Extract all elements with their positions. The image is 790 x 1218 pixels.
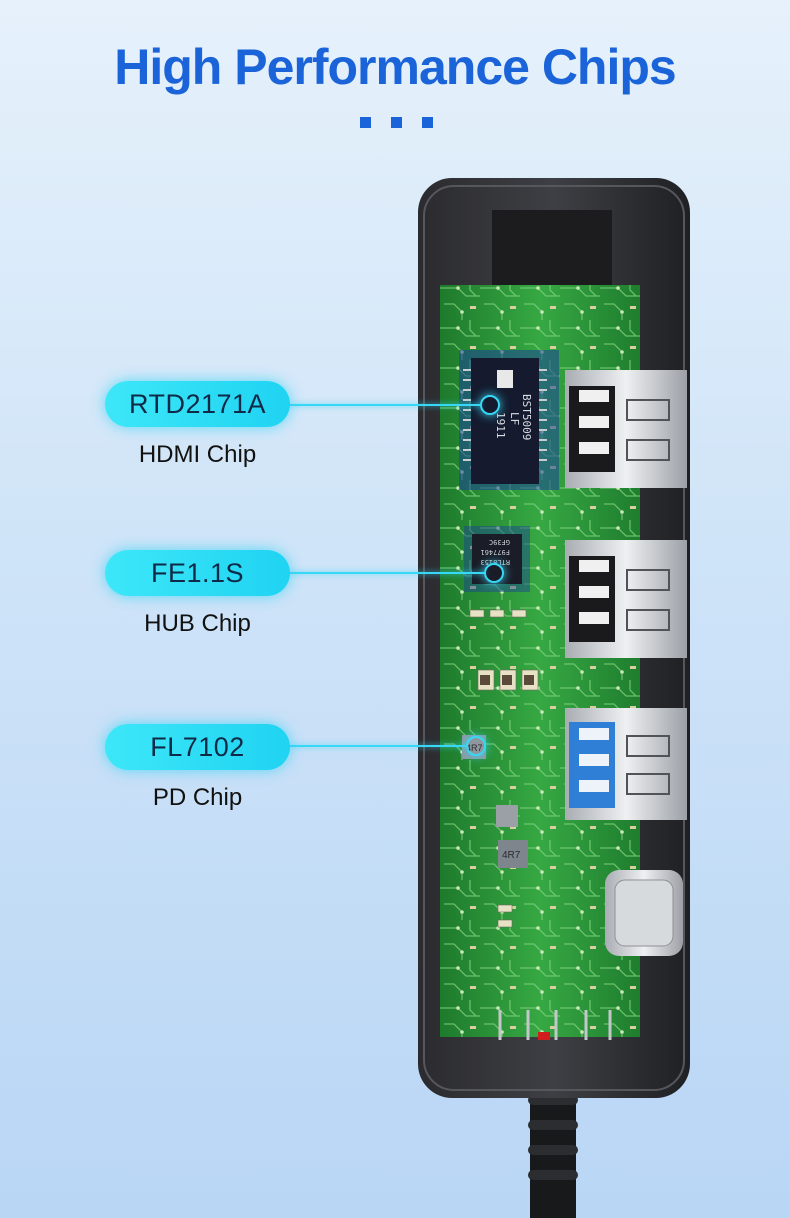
chip-target-hub (484, 563, 504, 583)
chip-description: PD Chip (152, 784, 243, 811)
chip-description: HUB Chip (144, 610, 251, 637)
connector-line (290, 404, 482, 406)
connector-line (290, 745, 468, 747)
hdmi-chip: BST5009 LF 1911 (459, 350, 559, 490)
chip-label-hub: FE1.1S HUB Chip (105, 550, 290, 638)
hdmi-chip-marking-2: LF (508, 412, 521, 425)
inductor-marking: 4R7 (502, 850, 521, 861)
title-dots (360, 117, 433, 128)
chip-label-hdmi: RTD2171A HDMI Chip (105, 381, 290, 469)
usb-port-3-blue (565, 708, 687, 820)
chip-label-pd: FL7102 PD Chip (105, 724, 290, 812)
usb-port-1 (565, 370, 687, 488)
chip-description: HDMI Chip (138, 441, 257, 468)
chip-model-pill: RTD2171A (105, 381, 290, 427)
chip-model-pill: FE1.1S (105, 550, 290, 596)
chip-model-pill: FL7102 (105, 724, 290, 770)
chip-target-hdmi (480, 395, 500, 415)
connector-line (290, 572, 486, 574)
decor-dot (422, 117, 433, 128)
inductor-large: 4R7 (498, 840, 528, 868)
chip-target-pd (466, 736, 486, 756)
page-title: High Performance Chips (114, 39, 676, 95)
hub-chip-marking-3: GF39C (489, 538, 510, 546)
chip-logo-icon (497, 370, 513, 388)
hub-chip-marking-1: RTL8153 (480, 558, 510, 566)
hdmi-chip-marking-3: 1911 (494, 412, 507, 439)
hub-chip-marking-2: F977461 (480, 548, 510, 556)
usb-port-2 (565, 540, 687, 658)
inductor (496, 805, 518, 827)
usb-c-port (605, 870, 683, 956)
hub-chip: RTL8153 F977461 GF39C (464, 526, 530, 592)
decor-dot (391, 117, 402, 128)
hdmi-chip-marking-1: BST5009 (520, 394, 533, 440)
decor-dot (360, 117, 371, 128)
